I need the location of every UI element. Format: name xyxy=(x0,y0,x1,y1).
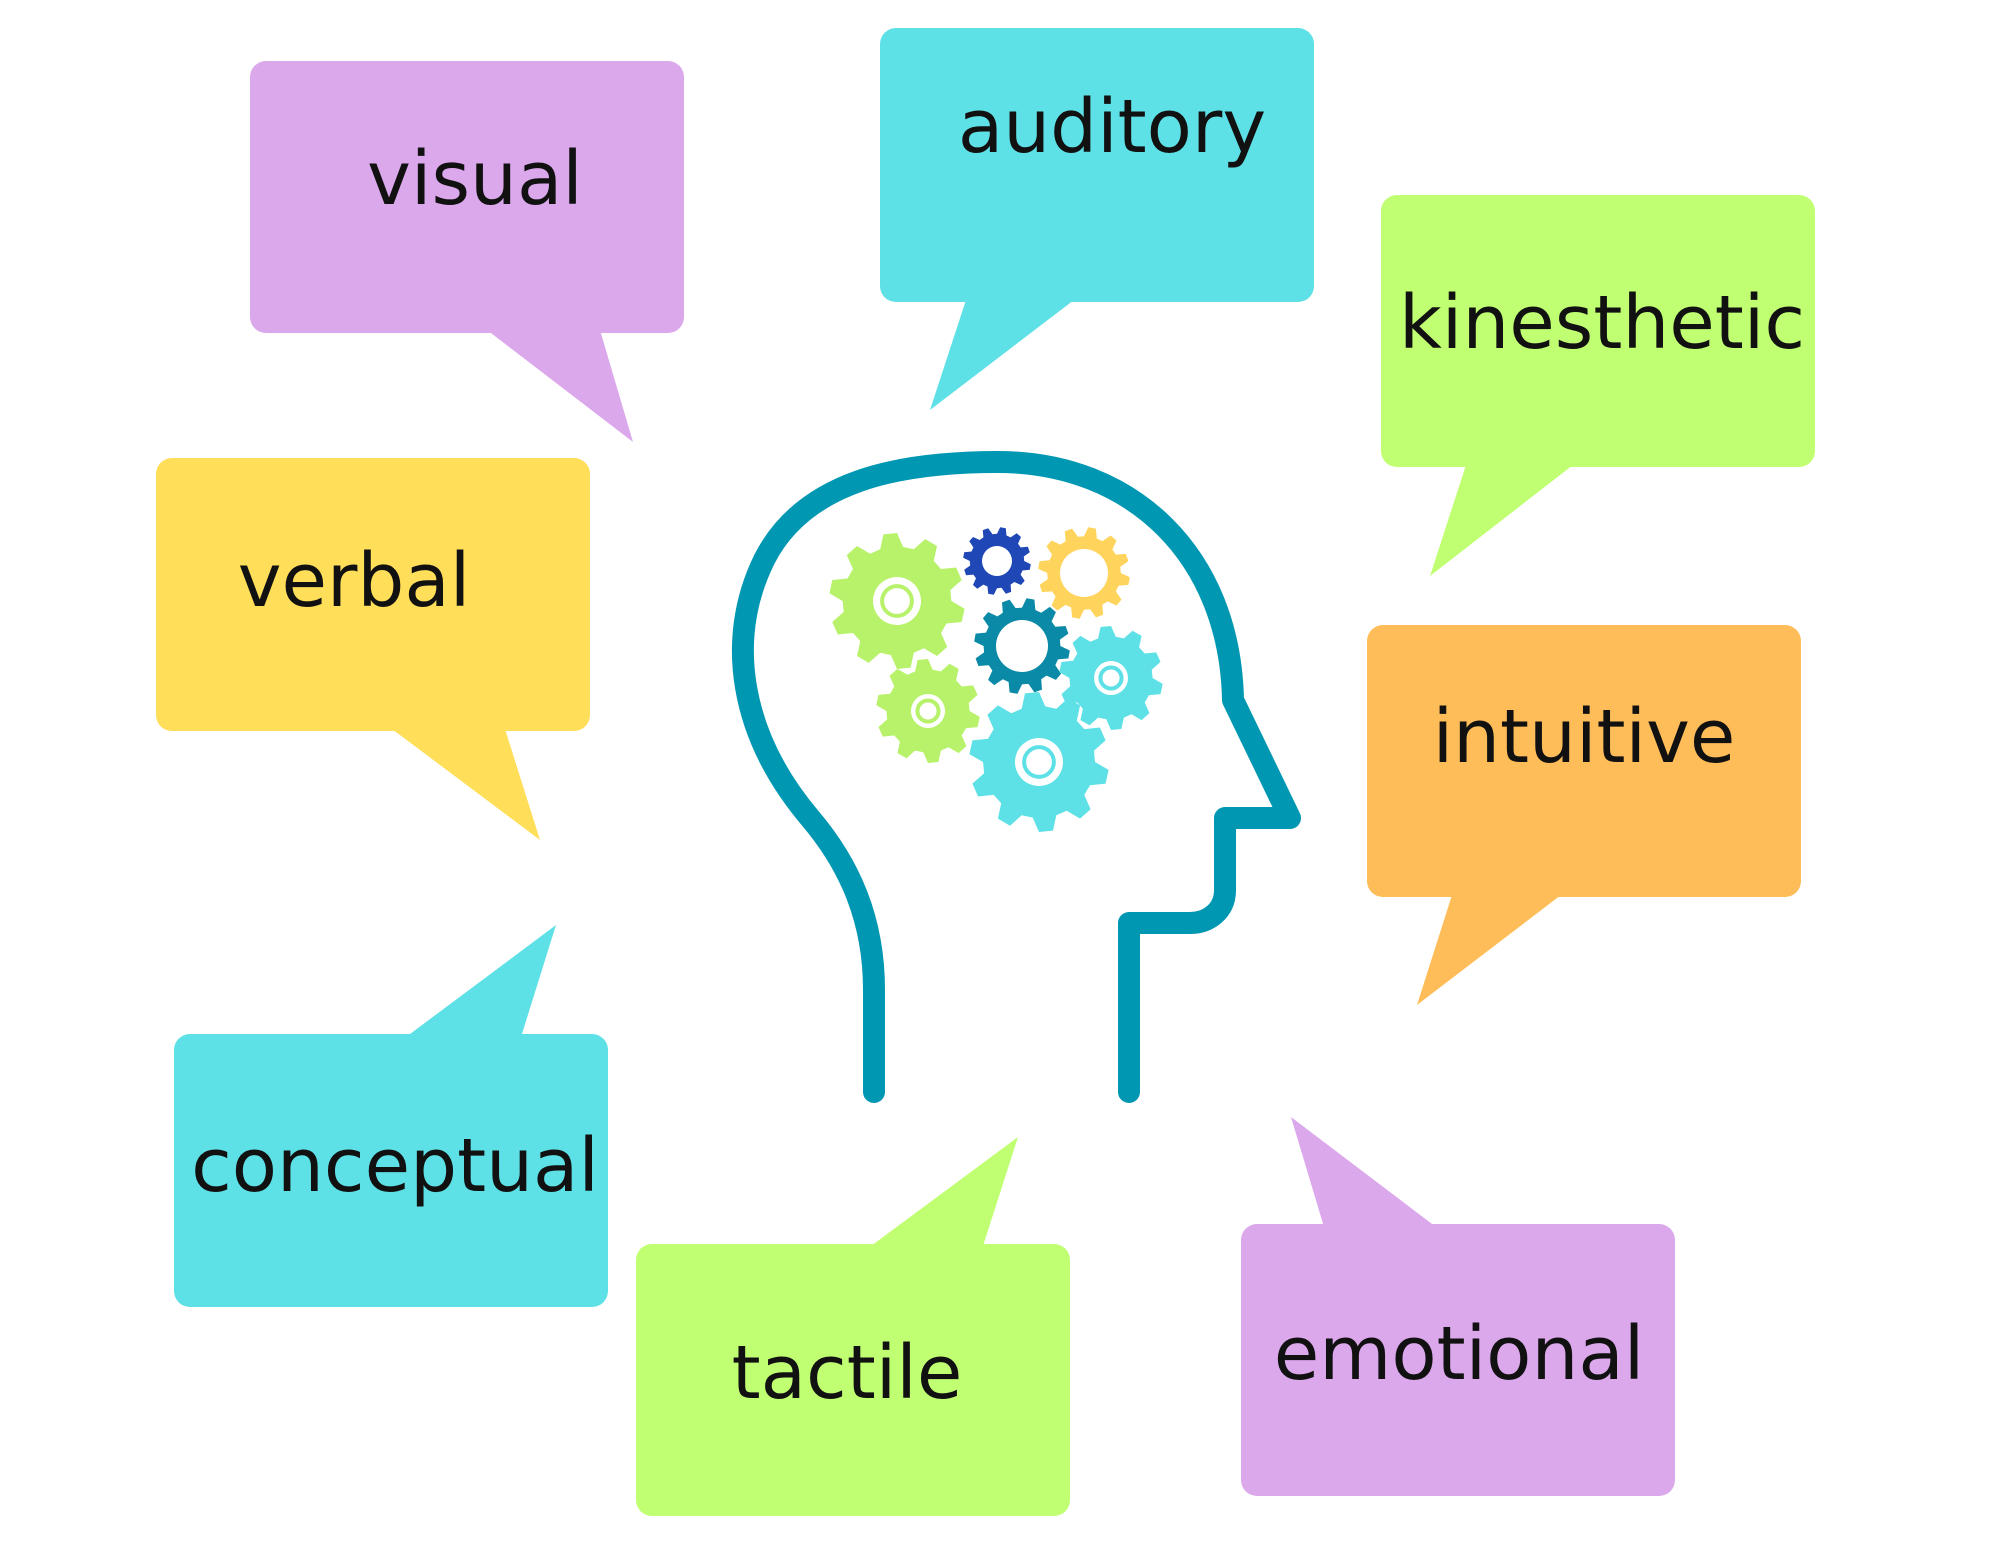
bubble-label-verbal: verbal xyxy=(237,537,471,624)
bubble-auditory: auditory xyxy=(880,28,1314,302)
gear-yellow-icon xyxy=(1038,527,1130,619)
bubble-label-auditory: auditory xyxy=(957,84,1267,170)
gear-teal-icon xyxy=(974,598,1070,694)
bubble-intuitive: intuitive xyxy=(1367,625,1801,897)
gears-icon xyxy=(829,527,1163,832)
bubble-label-intuitive: intuitive xyxy=(1432,694,1736,780)
tail-intuitive xyxy=(1417,895,1561,1005)
tail-auditory xyxy=(930,300,1074,410)
tail-tactile xyxy=(871,1137,1018,1246)
tail-kinesthetic xyxy=(1430,465,1573,576)
bubble-visual: visual xyxy=(250,61,684,333)
gear-cyan-large-icon xyxy=(969,692,1109,832)
bubble-label-tactile: tactile xyxy=(731,1330,963,1416)
tail-visual xyxy=(487,330,633,442)
bubble-label-conceptual: conceptual xyxy=(191,1122,599,1209)
gear-lime-large-icon xyxy=(829,533,965,669)
gear-cyan-small-icon xyxy=(1059,626,1163,730)
bubble-label-visual: visual xyxy=(367,136,583,222)
bubble-verbal: verbal xyxy=(156,458,590,731)
gear-navy-small-icon xyxy=(963,527,1031,595)
tail-verbal xyxy=(392,729,540,840)
bubble-kinesthetic: kinesthetic xyxy=(1381,195,1815,467)
gear-lime-small-icon xyxy=(876,659,980,763)
tail-conceptual xyxy=(406,925,556,1037)
tail-emotional xyxy=(1291,1117,1436,1227)
bubble-conceptual: conceptual xyxy=(174,1034,608,1307)
bubble-tactile: tactile xyxy=(636,1244,1070,1516)
bubble-label-emotional: emotional xyxy=(1273,1311,1645,1397)
bubble-emotional: emotional xyxy=(1241,1224,1675,1496)
bubble-label-kinesthetic: kinesthetic xyxy=(1398,280,1806,366)
head-outline xyxy=(732,451,1301,1103)
